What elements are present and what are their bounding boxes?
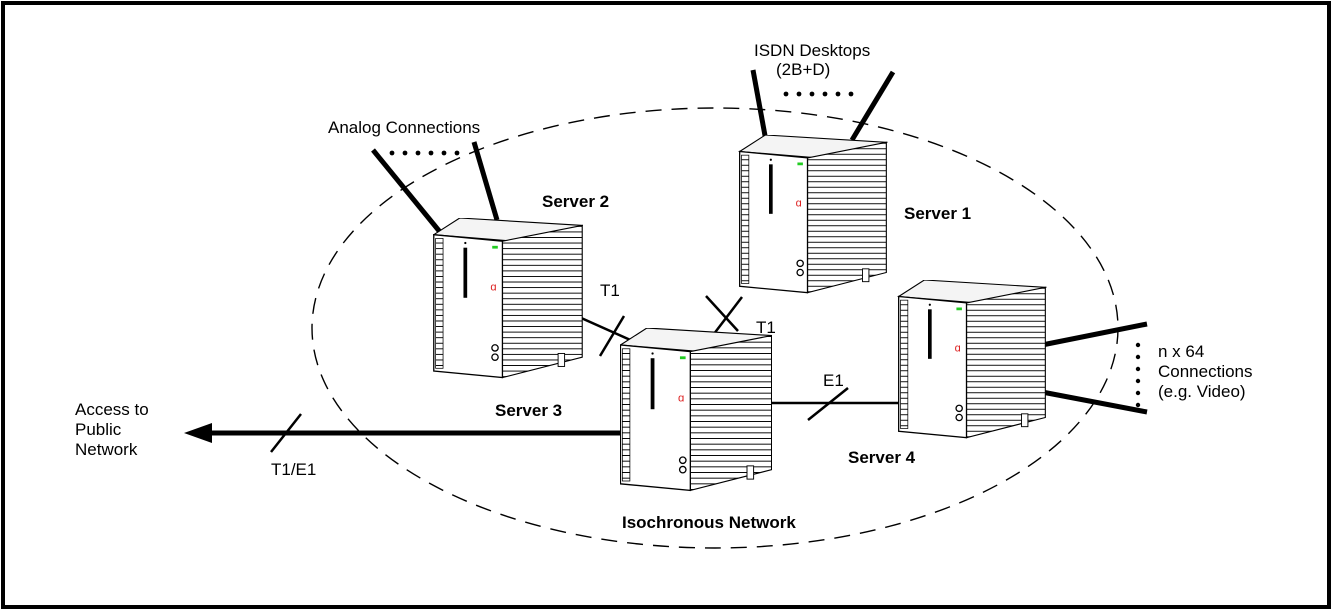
arrowhead-icon bbox=[184, 423, 212, 443]
public-network-label-2: Public bbox=[75, 420, 122, 439]
isdn-desktops-label: ISDN Desktops bbox=[754, 41, 870, 60]
server-4-label: Server 4 bbox=[848, 448, 916, 467]
server-2-label: Server 2 bbox=[542, 192, 609, 211]
analog-connection-1 bbox=[371, 148, 442, 234]
server-1-label: Server 1 bbox=[904, 204, 971, 223]
nx64-label-3: (e.g. Video) bbox=[1158, 382, 1246, 401]
link-e1-label: E1 bbox=[823, 371, 844, 390]
server-1 bbox=[739, 135, 887, 294]
public-network-label-1: Access to bbox=[75, 400, 149, 419]
server-2 bbox=[433, 218, 583, 379]
link-ticks bbox=[270, 295, 849, 453]
link-t1-label-1: T1 bbox=[600, 281, 620, 300]
analog-connection-2 bbox=[471, 141, 500, 221]
server-4 bbox=[898, 280, 1046, 439]
isdn-connection-2 bbox=[849, 70, 896, 142]
nx64-connection-2 bbox=[1041, 389, 1148, 415]
nx64-connection-1 bbox=[1041, 321, 1148, 348]
public-network-label-3: Network bbox=[75, 440, 138, 459]
server-3 bbox=[620, 328, 772, 492]
link-t1-label-2: T1 bbox=[756, 318, 776, 337]
bundle-dots bbox=[389, 91, 1141, 408]
isochronous-network-label: Isochronous Network bbox=[622, 513, 796, 532]
server-3-label: Server 3 bbox=[495, 401, 562, 420]
nx64-label-2: Connections bbox=[1158, 362, 1253, 381]
link-t1e1-label: T1/E1 bbox=[271, 460, 316, 479]
isdn-2bd-label: (2B+D) bbox=[776, 60, 830, 79]
nx64-label-1: n x 64 bbox=[1158, 342, 1204, 361]
analog-connections-label: Analog Connections bbox=[328, 118, 480, 137]
